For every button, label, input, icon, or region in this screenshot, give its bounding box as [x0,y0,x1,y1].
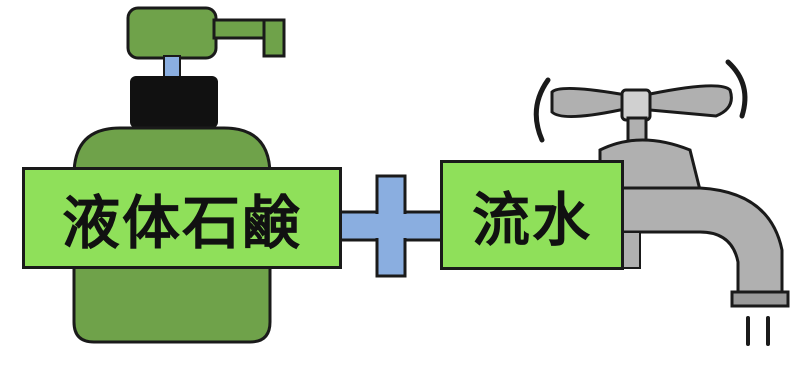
soap-label: 液体石鹸 [22,167,342,269]
plus-icon [338,174,444,278]
water-label: 流水 [440,160,624,270]
water-faucet-icon [533,59,790,346]
